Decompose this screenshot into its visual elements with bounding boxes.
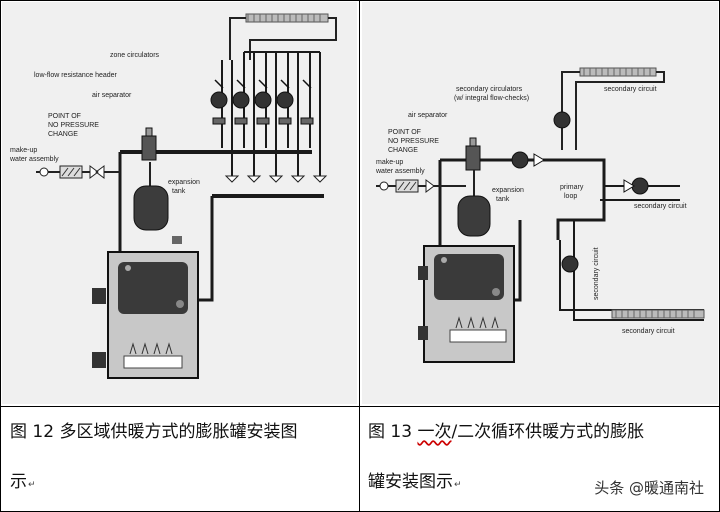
label-air-separator: air separator (92, 92, 132, 99)
underlined-text: 一次 (417, 422, 452, 442)
left-zone-valves (224, 175, 328, 183)
left-zone-circulators (210, 79, 314, 125)
row-divider (0, 406, 720, 407)
label-pnpc-1: POINT OF (48, 113, 81, 120)
left-return-header (212, 194, 324, 198)
label-right-expansion-1: expansion (492, 187, 524, 194)
label-secondary-circulators-1: secondary circulators (456, 86, 523, 93)
label-zone-circulators: zone circulators (110, 52, 160, 59)
label-right-pnpc-3: CHANGE (388, 147, 418, 154)
right-boiler (418, 245, 515, 363)
label-right-makeup-1: make-up (376, 159, 403, 166)
label-secondary-circuit-right: secondary circuit (634, 203, 687, 210)
label-header: low-flow resistance header (34, 72, 118, 79)
label-right-pnpc-2: NO PRESSURE (388, 138, 439, 145)
left-air-separator (141, 127, 157, 161)
label-expansion-2: tank (172, 188, 186, 195)
label-secondary-circuit-vertical: secondary circuit (593, 247, 600, 300)
left-caption-line-2: 示↵ (10, 472, 36, 492)
right-bottom-coil (611, 309, 705, 319)
right-caption-line-2: 罐安装图示↵ (368, 472, 462, 492)
label-right-pnpc-1: POINT OF (388, 129, 421, 136)
label-secondary-circuit-bottom: secondary circuit (622, 328, 675, 335)
label-primary-loop-2: loop (564, 193, 577, 200)
label-pnpc-2: NO PRESSURE (48, 122, 99, 129)
right-secondary-circulators (511, 111, 649, 273)
label-expansion-1: expansion (168, 179, 200, 186)
right-caption-line-1: 图 13 一次/二次循环供暖方式的膨胀 (368, 422, 645, 442)
label-primary-loop-1: primary (560, 184, 584, 191)
label-right-expansion-2: tank (496, 196, 510, 203)
right-expansion-tank (457, 170, 491, 237)
right-top-coil (561, 67, 665, 150)
column-divider (359, 0, 360, 512)
left-radiant-coil (229, 13, 337, 60)
label-secondary-circuit-top: secondary circuit (604, 86, 657, 93)
return-mark: ↵ (28, 480, 36, 490)
return-mark: ↵ (454, 480, 462, 490)
left-caption-line-1: 图 12 多区域供暖方式的膨胀罐安装图 (10, 422, 298, 442)
watermark: 头条 @暖通南社 (594, 479, 704, 497)
left-boiler (92, 236, 199, 379)
label-right-makeup-2: water assembly (375, 168, 425, 175)
left-expansion-tank (133, 162, 169, 231)
label-secondary-circulators-2: (w/ integral flow-checks) (454, 95, 529, 102)
label-makeup-2: water assembly (9, 156, 59, 163)
label-right-air-separator: air separator (408, 112, 448, 119)
left-makeup-assembly (36, 165, 120, 179)
right-makeup-assembly (376, 179, 466, 193)
label-makeup-1: make-up (10, 147, 37, 154)
label-pnpc-3: CHANGE (48, 131, 78, 138)
